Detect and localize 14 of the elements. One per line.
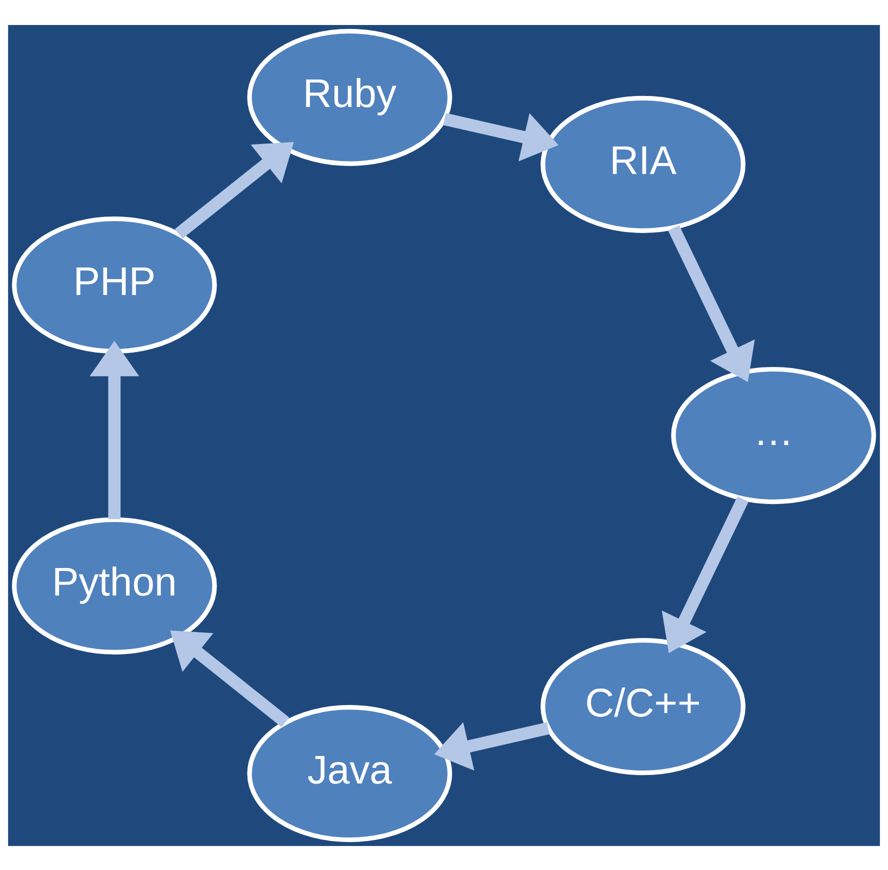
arrow — [662, 496, 749, 653]
node-ellipse: Python — [12, 516, 217, 654]
node-ellipse: PHP — [12, 216, 217, 354]
arrow — [668, 224, 755, 382]
node-ellipse: … — [671, 366, 876, 504]
node-ellipse: Ruby — [247, 28, 452, 166]
arrow — [434, 722, 550, 770]
node-ellipse: RIA — [540, 95, 746, 232]
arrow — [90, 340, 140, 519]
node-ellipse: Java — [247, 704, 452, 842]
arrow — [443, 112, 558, 161]
node-ellipse: C/C++ — [540, 638, 746, 775]
arrow — [170, 630, 290, 727]
arrow — [174, 141, 294, 238]
